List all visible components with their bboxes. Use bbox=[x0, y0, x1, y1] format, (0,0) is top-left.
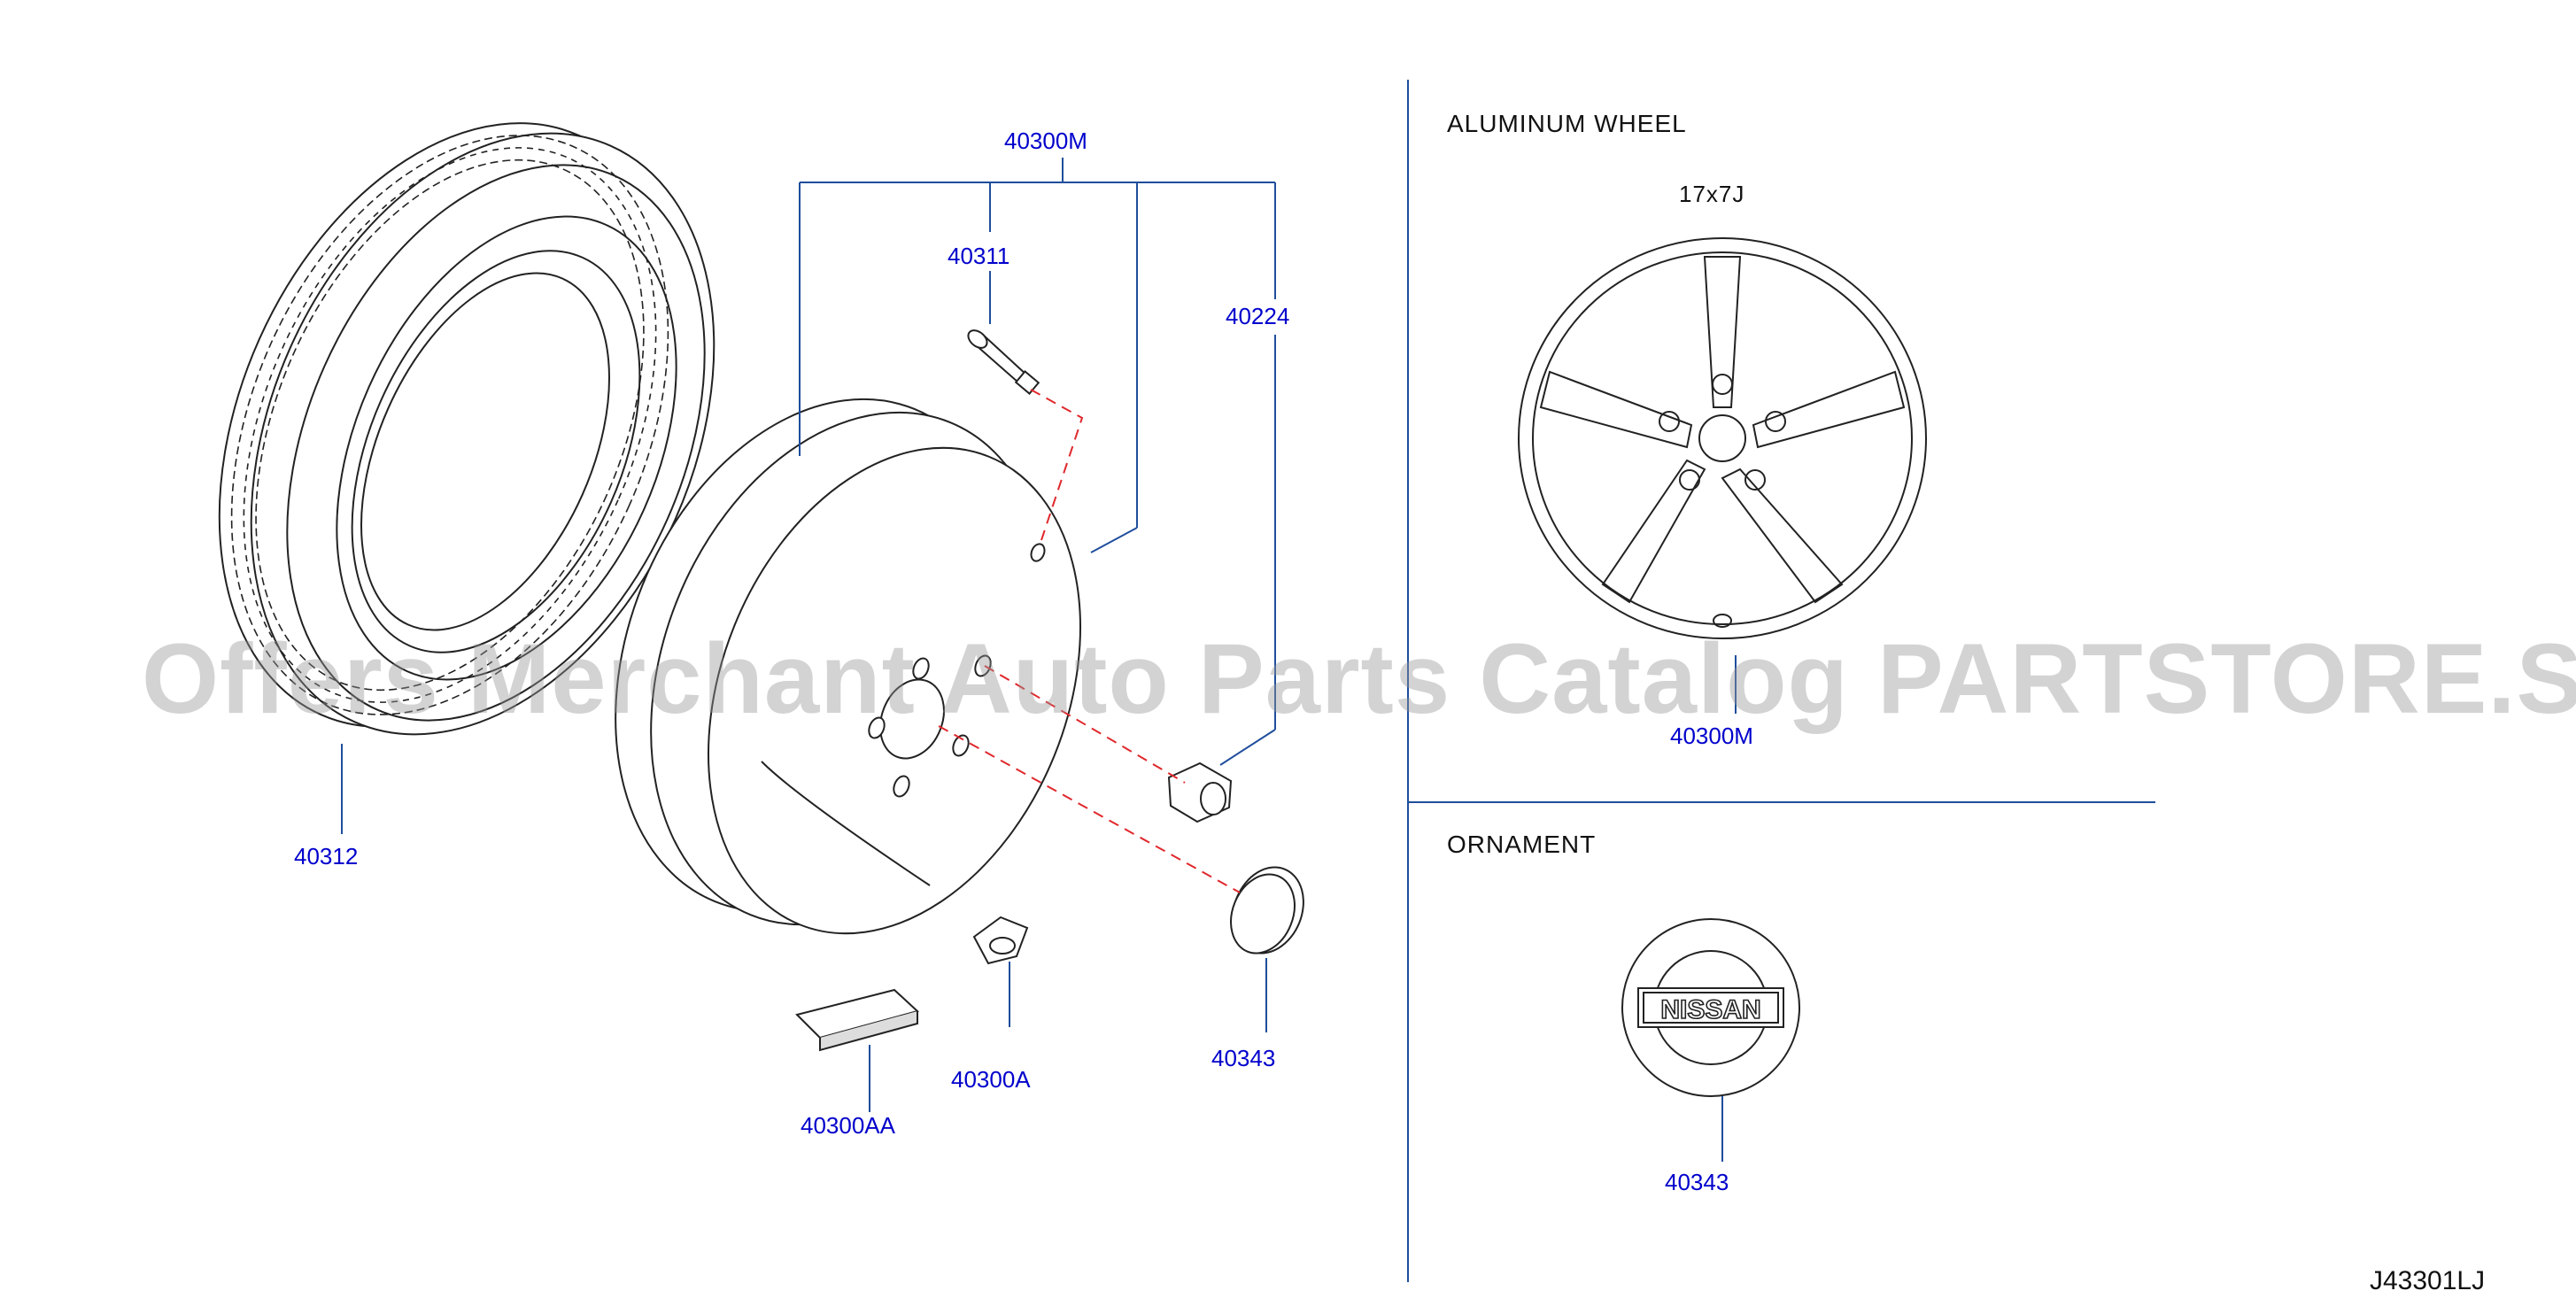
lug-nut-drawing bbox=[1167, 761, 1233, 823]
part-callout-40224[interactable]: 40224 bbox=[1226, 303, 1290, 329]
alloy-wheel-drawing bbox=[1518, 237, 1927, 639]
nissan-ornament-drawing bbox=[1621, 918, 1800, 1097]
nissan-logo-text: NISSAN bbox=[1660, 995, 1760, 1024]
wheel-size-label: 17x7J bbox=[1679, 181, 1745, 207]
part-callout-40343-ornament[interactable]: 40343 bbox=[1665, 1169, 1729, 1195]
section-dividers bbox=[1407, 80, 2155, 1282]
balance-weight-drawing bbox=[795, 988, 920, 1052]
section-title-ornament: ORNAMENT bbox=[1447, 831, 1597, 858]
tire-drawing bbox=[218, 122, 716, 736]
valve-stem-drawing bbox=[967, 329, 1040, 395]
part-callout-40300M[interactable]: 40300M bbox=[1004, 128, 1087, 154]
section-title-aluminum-wheel: ALUMINUM WHEEL bbox=[1447, 110, 1687, 137]
assembly-dashed-lines bbox=[938, 389, 1241, 893]
steel-wheel-drawing bbox=[615, 398, 1081, 935]
part-callout-40311[interactable]: 40311 bbox=[948, 243, 1010, 269]
leader-lines bbox=[341, 158, 1737, 1162]
part-callout-40300AA[interactable]: 40300AA bbox=[801, 1112, 895, 1139]
diagram-code: J43301LJ bbox=[2370, 1266, 2486, 1295]
part-callout-40343[interactable]: 40343 bbox=[1211, 1045, 1276, 1071]
part-callout-40312[interactable]: 40312 bbox=[294, 843, 359, 870]
center-cap-drawing bbox=[1230, 866, 1304, 955]
tpms-sensor-drawing bbox=[972, 916, 1029, 965]
part-callout-40300A[interactable]: 40300A bbox=[951, 1066, 1031, 1093]
watermark: Offers Merchant Auto Parts Catalog PARTS… bbox=[142, 623, 2576, 734]
part-callout-40300M-alloy[interactable]: 40300M bbox=[1670, 723, 1753, 749]
